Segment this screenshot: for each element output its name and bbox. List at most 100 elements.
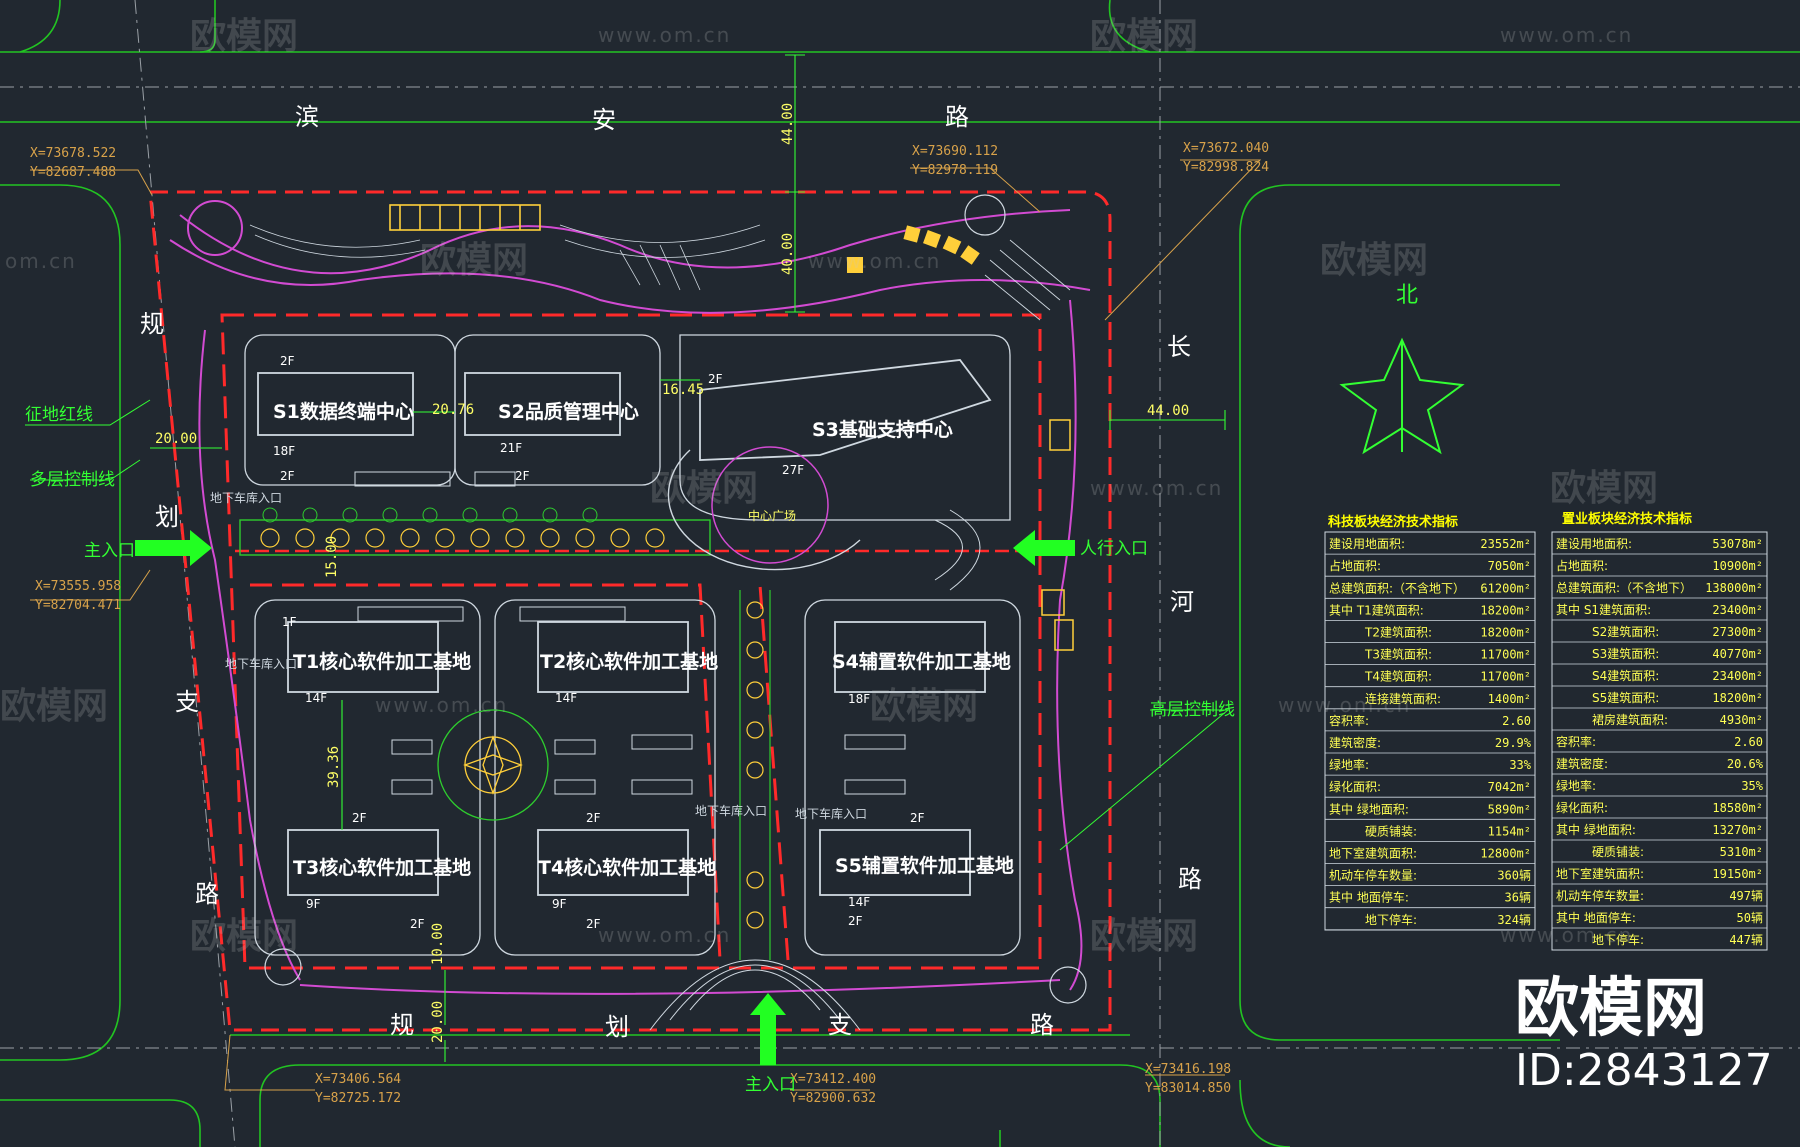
table-row-value: 11700m²	[1480, 648, 1531, 662]
watermark-name: 欧模网	[190, 916, 298, 957]
floor-count: 2F	[848, 914, 863, 928]
floor-count: 14F	[555, 691, 577, 705]
table-row-label: 裙房建筑面积:	[1592, 712, 1668, 727]
watermark-name: 欧模网	[420, 240, 528, 281]
main-entry-south-label: 主入口	[745, 1075, 796, 1095]
table-row-value: 4930m²	[1720, 713, 1763, 727]
ne-plaza-hatch	[984, 239, 1071, 321]
table-rows: 建设用地面积:53078m²占地面积:10900m²总建筑面积:（不含地下）13…	[1552, 537, 1767, 951]
north-landscape-hatch	[249, 224, 766, 291]
table-row-value: 35%	[1741, 779, 1763, 793]
table-row-label: 总建筑面积:（不含地下）	[1556, 580, 1692, 595]
table-row-value: 18200m²	[1480, 603, 1531, 617]
table-row-label: 建设用地面积:	[1329, 537, 1405, 551]
floor-count: 2F	[586, 917, 601, 931]
garage-entry-label: 地下车库入口	[695, 803, 767, 818]
dim-text: 20.76	[432, 402, 474, 418]
table-row-value: 23552m²	[1480, 537, 1531, 551]
north-arrow	[1339, 337, 1465, 455]
coord-y: Y=83014.850	[1145, 1081, 1231, 1096]
floor-count: 2F	[515, 469, 530, 483]
main-entry-west-label: 主入口	[84, 541, 135, 561]
table-row-label: 其中 绿地面积:	[1556, 822, 1636, 837]
watermark-url: www.om.cn	[1090, 476, 1223, 500]
table-row-value: 497辆	[1729, 889, 1763, 903]
corner-plaza-se	[1049, 966, 1087, 1004]
central-tree-axis	[239, 507, 771, 960]
table-row-label: 其中 绿地面积:	[1329, 801, 1409, 816]
land-line-label: 征地红线	[25, 405, 93, 425]
floor-count: 18F	[273, 444, 295, 458]
road-label: 支	[828, 1011, 852, 1039]
table-row-value: 19150m²	[1712, 867, 1763, 881]
brand-id: ID:2843127	[1515, 1045, 1773, 1096]
dim-text: 20.00	[155, 431, 197, 447]
table-row-value: 447辆	[1729, 933, 1763, 947]
table-row-label: S2建筑面积:	[1592, 624, 1659, 639]
table-row-value: 10900m²	[1712, 559, 1763, 573]
table-row-label: 地下室建筑面积:	[1329, 846, 1417, 861]
table-row-label: S5建筑面积:	[1592, 690, 1659, 705]
table-row-label: S4建筑面积:	[1592, 668, 1659, 683]
floor-count: 2F	[280, 354, 295, 368]
table-row-value: 27300m²	[1712, 625, 1763, 639]
table-row-value: 2.60	[1734, 735, 1763, 749]
table-row-label: 地下停车:	[1365, 912, 1417, 927]
watermark-url: www.om.cn	[375, 693, 508, 717]
dim-text: 16.45	[662, 382, 704, 398]
dim-text: 44.00	[1147, 403, 1189, 419]
table-row-value: 1154m²	[1488, 824, 1531, 838]
road-label: 规	[140, 310, 164, 338]
south-entry-arcs	[649, 959, 861, 1031]
table-row-value: 2.60	[1502, 714, 1531, 728]
table-row-label: 机动车停车数量:	[1556, 888, 1644, 903]
corner-plaza-sw	[264, 948, 302, 986]
coord-y: Y=82978.119	[912, 163, 998, 178]
road-label: 路	[195, 880, 219, 908]
building-name: T1核心软件加工基地	[293, 650, 471, 673]
road-label: 安	[592, 106, 616, 134]
coord-x: X=73412.400	[790, 1072, 876, 1087]
table-row-label: 硬质铺装:	[1592, 845, 1644, 859]
table-row-label: 硬质铺装:	[1365, 824, 1417, 838]
dim-text: 44.00	[780, 103, 796, 145]
road-label: 路	[1030, 1011, 1054, 1039]
table-row-label: 建设用地面积:	[1556, 537, 1632, 551]
building-name: T4核心软件加工基地	[538, 856, 716, 879]
table-row-value: 18200m²	[1480, 626, 1531, 640]
table-row-value: 7050m²	[1488, 559, 1531, 573]
label-leaders	[25, 399, 1230, 851]
table-row-value: 23400m²	[1712, 603, 1763, 617]
garage-entry-label: 地下车库入口	[225, 656, 297, 671]
floor-count: 14F	[848, 895, 870, 909]
table-row-value: 7042m²	[1488, 780, 1531, 794]
table-row-label: 总建筑面积:（不含地下）	[1329, 580, 1465, 595]
table-row-label: 其中 地面停车:	[1329, 890, 1409, 905]
estate-indicator-table: 置业板块经济技术指标 建设用地面积:53078m²占地面积:10900m²总建筑…	[1551, 511, 1768, 951]
table-row-value: 18580m²	[1712, 801, 1763, 815]
table-row-label: 建筑密度:	[1556, 756, 1608, 771]
coord-y: Y=82704.471	[35, 598, 121, 613]
low-rise-line-label: 多层控制线	[30, 470, 115, 490]
table-rows: 建设用地面积:23552m²占地面积:7050m²总建筑面积:（不含地下）612…	[1325, 537, 1535, 931]
table-row-value: 40770m²	[1712, 647, 1763, 661]
tower-slabs	[257, 359, 992, 896]
coord-x: X=73678.522	[30, 146, 116, 161]
table-row-label: T3建筑面积:	[1364, 647, 1432, 662]
table-row-value: 360辆	[1497, 869, 1531, 883]
road-label: 长	[1167, 333, 1191, 361]
table-title: 科技板块经济技术指标	[1328, 514, 1458, 530]
floor-count: 2F	[910, 811, 925, 825]
road-label: 路	[945, 103, 969, 131]
inner-core-line	[250, 583, 790, 961]
watermark-url: www.om.cn	[1278, 693, 1411, 717]
watermark-name: 欧模网	[1090, 916, 1198, 957]
corner-plaza-ne	[964, 194, 1006, 236]
central-plaza-disc	[711, 446, 829, 564]
table-row-value: 5890m²	[1488, 802, 1531, 816]
table-row-label: 绿地率:	[1329, 757, 1369, 772]
building-name: S4辅置软件加工基地	[832, 650, 1011, 673]
table-row-value: 20.6%	[1727, 757, 1764, 771]
